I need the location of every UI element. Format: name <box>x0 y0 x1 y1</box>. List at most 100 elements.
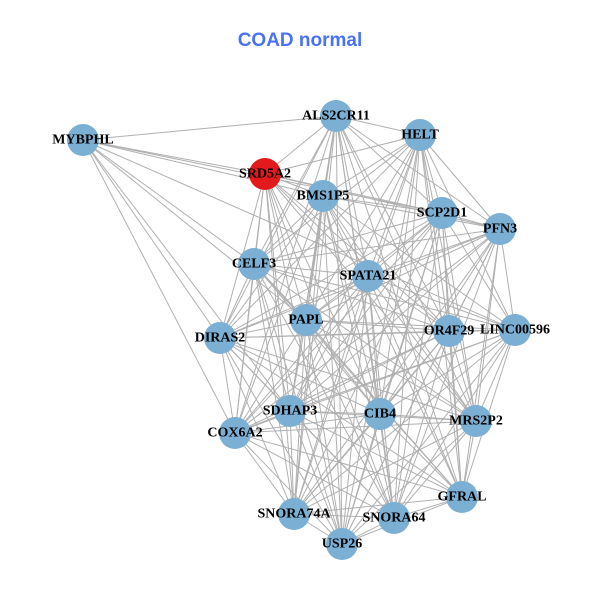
edge-PAPL-SNORA64 <box>305 319 395 519</box>
figure-title: COAD normal <box>237 30 363 51</box>
edge-PFN3-SDHAP3 <box>289 228 501 412</box>
edge-SPATA21-LINC00596 <box>367 275 516 331</box>
node-spata21: SPATA21 <box>340 260 396 292</box>
edge-BMS1P5-PFN3 <box>322 195 501 230</box>
edge-MYBPHL-SDHAP3 <box>82 139 291 412</box>
edge-PFN3-PAPL <box>305 228 501 321</box>
node-label: SRD5A2 <box>239 167 291 182</box>
node-snora64: SNORA64 <box>362 502 426 534</box>
edge-COX6A2-GFRAL <box>234 432 463 498</box>
node-circle <box>433 315 465 347</box>
edge-GFRAL-SNORA74A <box>293 496 463 515</box>
edge-PAPL-OR4F29 <box>305 319 450 332</box>
node-label: PFN3 <box>483 222 517 237</box>
edge-OR4F29-SDHAP3 <box>289 330 450 412</box>
edge-PAPL-MRS2P2 <box>305 319 477 422</box>
edge-OR4F29-SNORA64 <box>393 330 450 519</box>
edge-HELT-MRS2P2 <box>419 134 477 422</box>
node-label: MYBPHL <box>52 133 113 148</box>
edge-BMS1P5-CELF3 <box>253 195 324 265</box>
node-label: GFRAL <box>438 490 487 505</box>
edge-HELT-SPATA21 <box>367 134 421 277</box>
edge-SPATA21-DIRAS2 <box>219 275 369 339</box>
edge-HELT-PFN3 <box>419 134 501 230</box>
edge-SPATA21-COX6A2 <box>234 275 369 434</box>
node-circle <box>307 180 339 212</box>
edge-SPATA21-GFRAL <box>367 275 463 498</box>
node-circle <box>278 498 310 530</box>
node-circle <box>238 248 270 280</box>
node-circle <box>446 481 478 513</box>
edge-HELT-USP26 <box>341 134 421 545</box>
edge-SPATA21-SNORA64 <box>367 275 395 519</box>
edge-HELT-SRD5A2 <box>264 134 421 175</box>
edge-CELF3-SNORA74A <box>253 263 295 515</box>
edge-CIB4-USP26 <box>341 413 381 545</box>
edge-SDHAP3-SNORA74A <box>289 410 295 515</box>
node-snora74a: SNORA74A <box>257 498 331 530</box>
node-papl: PAPL <box>288 304 324 336</box>
node-diras2: DIRAS2 <box>195 322 245 354</box>
node-circle <box>499 314 531 346</box>
edge-SPATA21-USP26 <box>341 275 369 545</box>
node-mrs2p2: MRS2P2 <box>449 405 503 437</box>
node-linc00596: LINC00596 <box>480 314 550 346</box>
edge-SCP2D1-SNORA74A <box>293 212 443 515</box>
node-srd5a2: SRD5A2 <box>239 158 291 190</box>
node-label: CELF3 <box>232 257 276 272</box>
node-label: SDHAP3 <box>263 404 317 419</box>
edge-SPATA21-OR4F29 <box>367 275 450 332</box>
node-label: ALS2CR11 <box>302 109 370 124</box>
edge-CIB4-MRS2P2 <box>379 413 477 422</box>
edge-HELT-OR4F29 <box>419 134 450 332</box>
edge-BMS1P5-SCP2D1 <box>322 195 443 214</box>
edge-DIRAS2-LINC00596 <box>219 329 516 339</box>
edge-MYBPHL-COX6A2 <box>82 139 236 434</box>
edge-CELF3-LINC00596 <box>253 263 516 331</box>
node-circle <box>352 260 384 292</box>
edge-HELT-GFRAL <box>419 134 463 498</box>
edge-LINC00596-CIB4 <box>379 329 516 415</box>
edge-PFN3-LINC00596 <box>499 228 516 331</box>
node-circle <box>426 197 458 229</box>
edge-MYBPHL-CELF3 <box>82 139 255 265</box>
node-circle <box>67 124 99 156</box>
node-celf3: CELF3 <box>232 248 276 280</box>
edge-SRD5A2-SPATA21 <box>264 173 369 277</box>
edge-SDHAP3-SNORA64 <box>289 410 395 519</box>
edge-SNORA74A-SNORA64 <box>293 513 395 519</box>
node-cib4: CIB4 <box>364 398 396 430</box>
edge-HELT-DIRAS2 <box>219 134 421 339</box>
edge-SPATA21-MRS2P2 <box>367 275 477 422</box>
edge-COX6A2-USP26 <box>234 432 343 545</box>
node-circle <box>404 119 436 151</box>
edge-SCP2D1-DIRAS2 <box>219 212 443 339</box>
node-circle <box>249 158 281 190</box>
edge-BMS1P5-GFRAL <box>322 195 463 498</box>
node-label: SNORA64 <box>362 511 425 526</box>
node-circle <box>204 322 236 354</box>
edge-PAPL-COX6A2 <box>234 319 307 434</box>
edge-OR4F29-COX6A2 <box>234 330 450 434</box>
node-als2cr11: ALS2CR11 <box>302 100 370 132</box>
node-circle <box>320 100 352 132</box>
edge-DIRAS2-COX6A2 <box>219 337 236 434</box>
edge-PFN3-MRS2P2 <box>475 228 501 422</box>
nodes-layer: MYBPHLALS2CR11HELTSRD5A2BMS1P5SCP2D1PFN3… <box>52 100 550 560</box>
node-pfn3: PFN3 <box>483 213 517 245</box>
edge-SDHAP3-USP26 <box>289 410 343 545</box>
edge-CELF3-SPATA21 <box>253 263 369 277</box>
edge-LINC00596-SNORA74A <box>293 329 516 515</box>
node-label: OR4F29 <box>424 324 475 339</box>
edge-CIB4-COX6A2 <box>234 413 381 434</box>
edge-MRS2P2-SNORA64 <box>393 420 477 519</box>
edge-CELF3-CIB4 <box>253 263 381 415</box>
edge-SDHAP3-GFRAL <box>289 410 463 498</box>
edge-DIRAS2-CIB4 <box>219 337 381 415</box>
node-scp2d1: SCP2D1 <box>417 197 467 229</box>
node-label: CIB4 <box>364 407 396 422</box>
edge-SPATA21-SNORA74A <box>293 275 369 515</box>
node-label: USP26 <box>322 537 362 552</box>
edge-PFN3-SNORA74A <box>293 228 501 515</box>
